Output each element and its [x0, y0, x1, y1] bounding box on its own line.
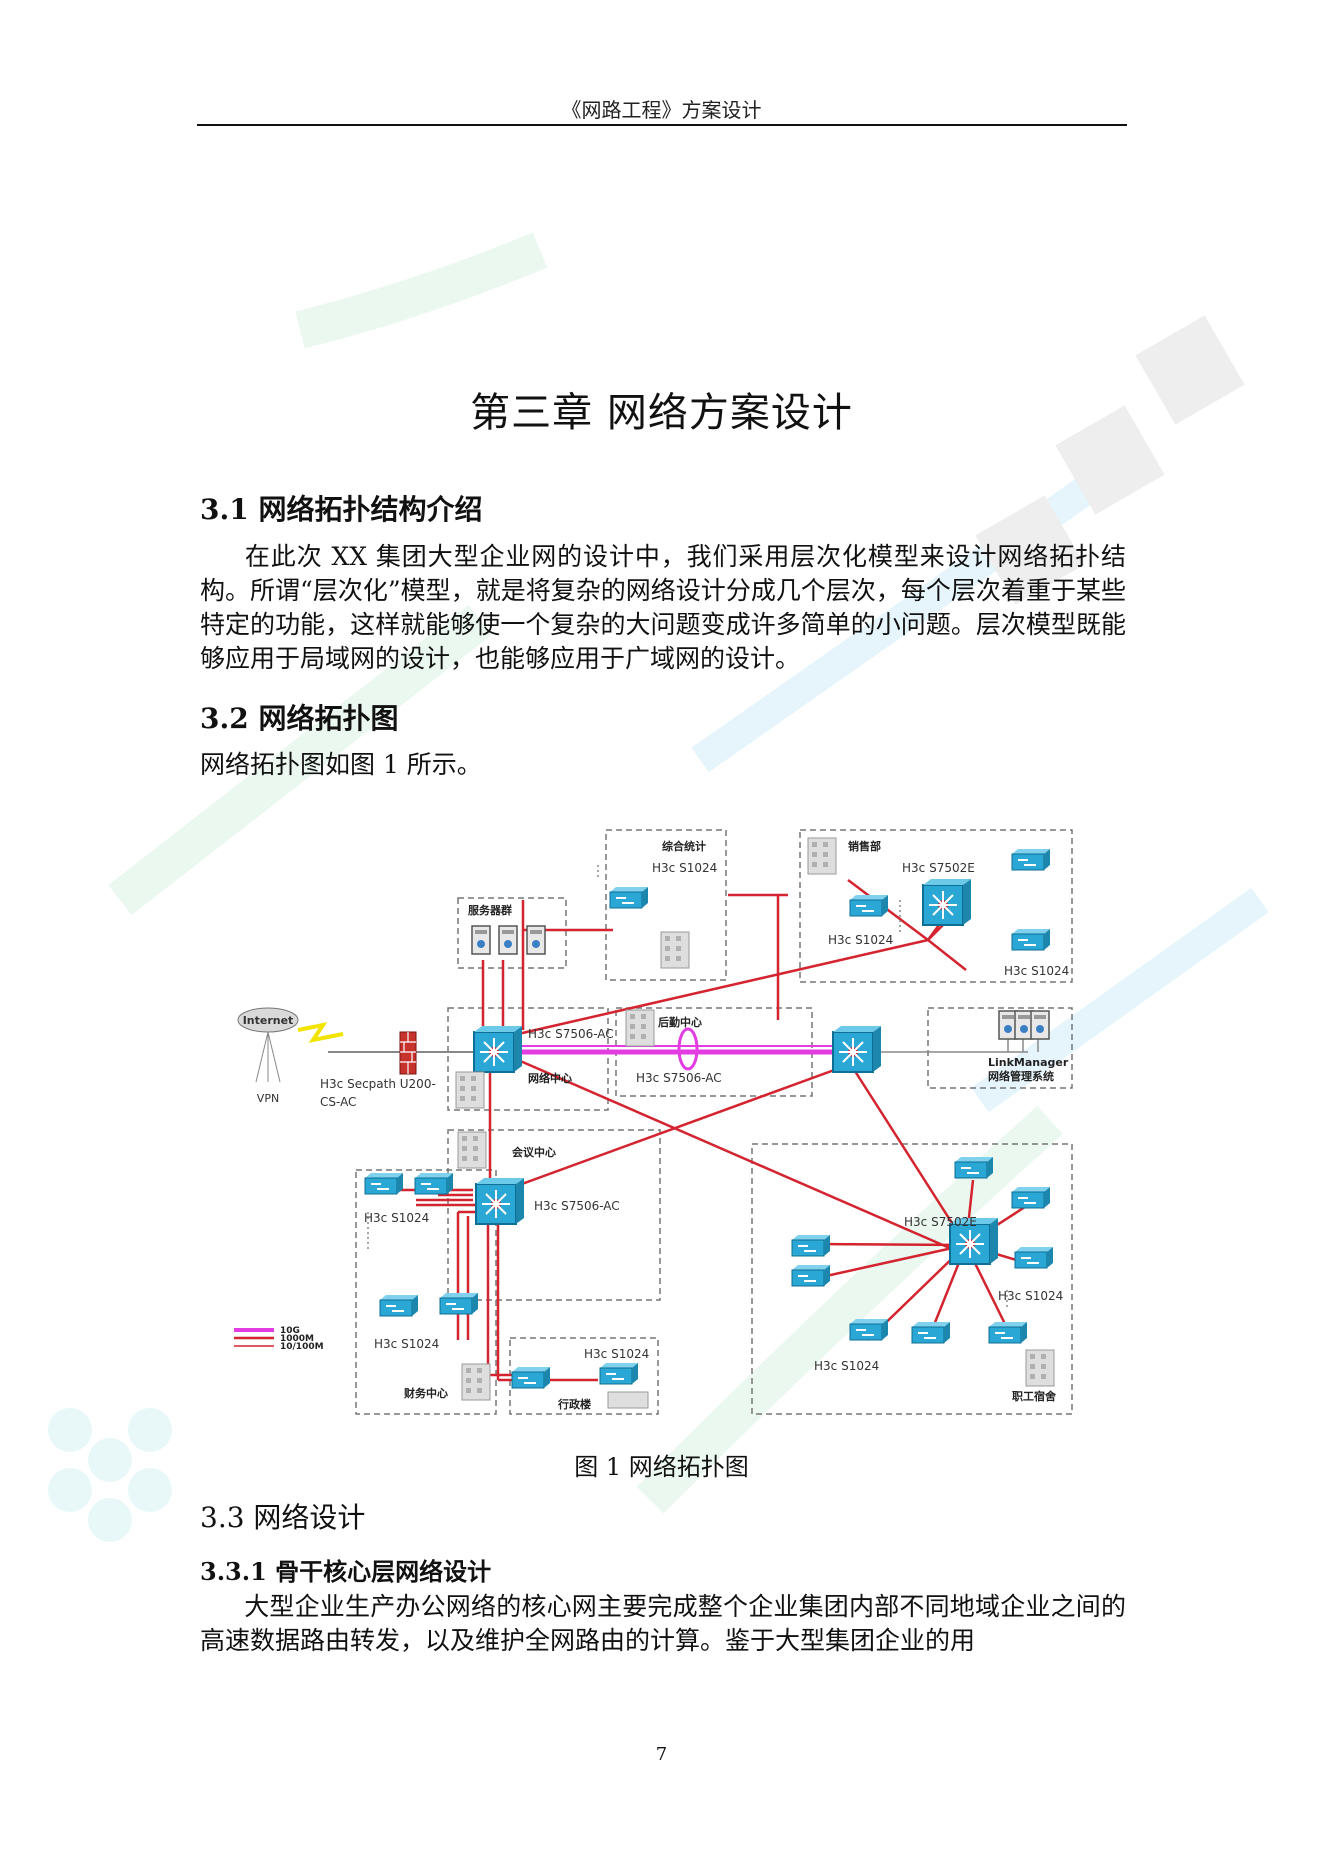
internet-label: Internet	[243, 1014, 294, 1027]
building-icon	[607, 1391, 649, 1409]
section-body-3-1: 在此次 XX 集团大型企业网的设计中，我们采用层次化模型来设计网络拓扑结构。所谓…	[200, 540, 1126, 676]
legend-100m-label: 10/100M	[280, 1342, 324, 1352]
access-switch-icon	[1011, 848, 1051, 871]
access-switch-icon	[911, 1321, 951, 1344]
section-body-3-1-text: 在此次 XX 集团大型企业网的设计中，我们采用层次化模型来设计网络拓扑结构。所谓…	[200, 542, 1126, 673]
core-switch-icon	[922, 878, 972, 926]
nms-box	[927, 1007, 1073, 1089]
vpn-label: VPN	[257, 1092, 279, 1105]
server-icon	[1030, 1010, 1050, 1040]
server-icon	[498, 925, 518, 955]
section-heading-3-1: 3.1 网络拓扑结构介绍	[200, 493, 483, 526]
header-rule	[197, 124, 1127, 126]
access-switch-icon	[1011, 928, 1051, 951]
access-switch-icon	[791, 1264, 831, 1287]
building-icon	[457, 1131, 487, 1169]
sales-access-left-label: H3c S1024	[828, 933, 893, 947]
net-center-label: 网络中心	[528, 1071, 572, 1085]
section-heading-3-3: 3.3 网络设计	[200, 1501, 366, 1534]
legend-10g-label: 10G	[280, 1326, 300, 1336]
building-icon	[660, 931, 690, 969]
nms-label: 网络管理系统	[988, 1069, 1054, 1083]
access-switch-icon	[439, 1292, 479, 1315]
dorm-box	[751, 1143, 1073, 1415]
stats-switch-label: H3c S1024	[652, 861, 717, 875]
wan-lightning	[297, 1022, 344, 1043]
sales-label: 销售部	[848, 839, 881, 853]
chapter-title: 第三章 网络方案设计	[470, 390, 853, 436]
finance-top-label: H3c S1024	[364, 1211, 429, 1225]
server-icon	[526, 925, 546, 955]
access-switch-icon	[954, 1156, 994, 1179]
access-switch-icon	[414, 1172, 454, 1195]
dorm-bottom-label: H3c S1024	[814, 1359, 879, 1373]
building-icon	[461, 1363, 491, 1401]
section-heading-3-3-1: 3.3.1 骨干核心层网络设计	[200, 1557, 492, 1586]
sales-access-right-label: H3c S1024	[1004, 964, 1069, 978]
admin-switch-label: H3c S1024	[584, 1347, 649, 1361]
building-icon	[807, 837, 837, 875]
section-body-3-3-1-text: 大型企业生产办公网络的核心网主要完成整个企业集团内部不同地域企业之间的高速数据路…	[200, 1592, 1126, 1655]
linkmanager-label: LinkManager	[988, 1056, 1069, 1069]
finance-box	[355, 1169, 497, 1415]
building-icon	[455, 1071, 485, 1109]
firewall-label-2: CS-AC	[320, 1095, 356, 1109]
dorm-right-label: H3c S1024	[998, 1289, 1063, 1303]
dorm-core-label: H3c S7502E	[904, 1215, 977, 1229]
access-switch-icon	[599, 1362, 639, 1385]
meeting-box	[447, 1129, 661, 1301]
access-switch-icon	[1014, 1246, 1054, 1269]
access-switch-icon	[511, 1366, 551, 1389]
figure-caption: 图 1 网络拓扑图	[574, 1453, 749, 1481]
sales-core-label: H3c S7502E	[902, 861, 975, 875]
server-group-label: 服务器群	[468, 903, 512, 917]
legend-1000m-label: 1000M	[280, 1334, 314, 1344]
section-heading-3-2: 3.2 网络拓扑图	[200, 702, 399, 735]
section-body-3-2: 网络拓扑图如图 1 所示。	[200, 750, 482, 779]
finance-bottom-label: H3c S1024	[374, 1337, 439, 1351]
link-aggregation-ring	[677, 1027, 699, 1071]
core1-label: H3c S7506-AC	[528, 1027, 614, 1041]
server-group-box	[457, 897, 567, 969]
core2-label: H3c S7506-AC	[636, 1071, 722, 1085]
access-switch-icon	[849, 1318, 889, 1341]
building-icon	[1025, 1349, 1055, 1387]
access-switch-icon	[609, 886, 649, 909]
access-switch-icon	[364, 1172, 404, 1195]
access-switch-icon	[849, 894, 889, 917]
running-header: 《网路工程》方案设计	[561, 98, 762, 122]
firewall-label-1: H3c Secpath U200-	[320, 1077, 436, 1091]
meeting-label: 会议中心	[512, 1145, 556, 1159]
access-switch-icon	[1011, 1186, 1051, 1209]
network-topology-diagram: Internet VPN H3c Secpath U200- CS-AC 服务器…	[234, 829, 1073, 1415]
firewall-icon	[399, 1031, 417, 1075]
access-switch-icon	[988, 1321, 1028, 1344]
access-switch-icon	[379, 1294, 419, 1317]
stats-box	[605, 829, 727, 981]
stats-label: 综合统计	[662, 839, 706, 853]
section-body-3-3-1: 大型企业生产办公网络的核心网主要完成整个企业集团内部不同地域企业之间的高速数据路…	[200, 1590, 1126, 1658]
access-switch-icon	[791, 1234, 831, 1257]
net-center-box	[447, 1007, 609, 1111]
dorm-label: 职工宿舍	[1012, 1389, 1057, 1403]
logistics-label: 后勤中心	[658, 1015, 702, 1029]
sales-box	[799, 829, 1073, 983]
finance-label: 财务中心	[403, 1386, 448, 1400]
internet-cloud-icon: Internet VPN	[237, 1007, 299, 1105]
core-switch-icon	[832, 1025, 882, 1073]
server-icon	[471, 925, 491, 955]
core-switch-icon	[475, 1177, 525, 1225]
page-number: 7	[655, 1744, 668, 1765]
core-switch-icon	[473, 1025, 523, 1073]
admin-label: 行政楼	[557, 1397, 591, 1411]
building-icon	[625, 1009, 655, 1047]
meeting-core-label: H3c S7506-AC	[534, 1199, 620, 1213]
